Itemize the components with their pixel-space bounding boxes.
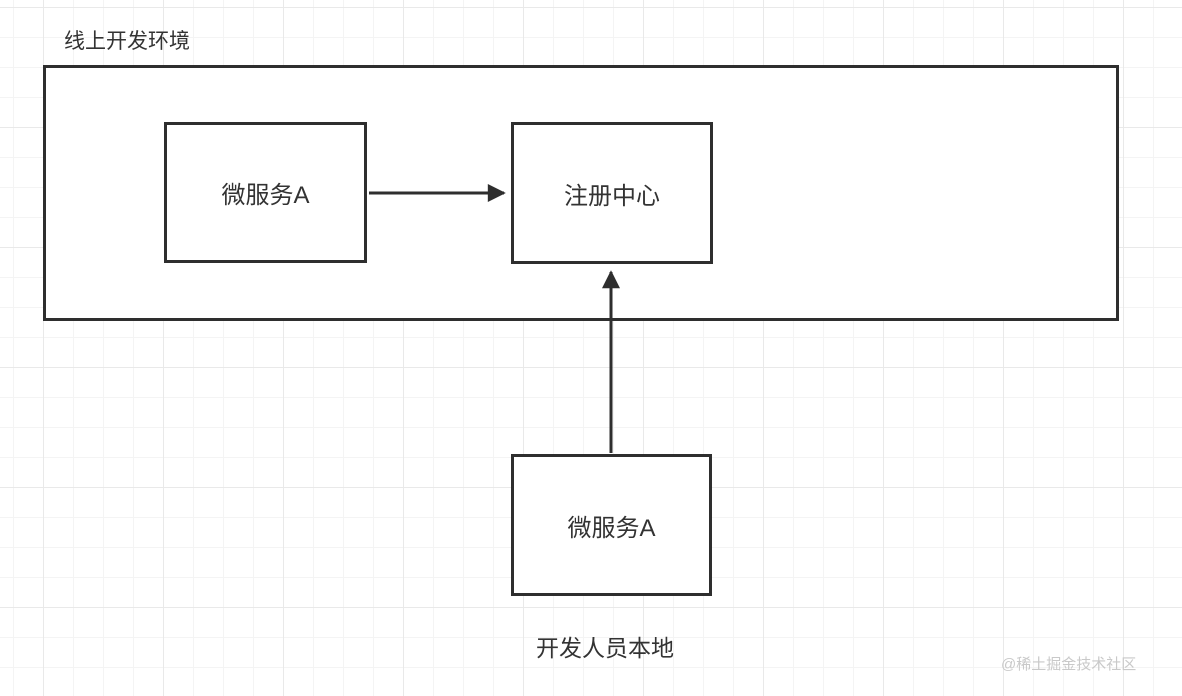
node-registry-center: 注册中心 <box>511 122 713 264</box>
node-online-microservice-a-label: 微服务A <box>221 182 310 209</box>
node-registry-center-label: 注册中心 <box>564 182 660 210</box>
node-local-microservice-a: 微服务A <box>511 454 712 596</box>
watermark-text: @稀土掘金技术社区 <box>1001 656 1137 673</box>
node-online-microservice-a: 微服务A <box>164 122 367 263</box>
node-local-microservice-a-label: 微服务A <box>567 514 656 542</box>
environment-zone-title: 线上开发环境 <box>64 30 190 53</box>
local-zone-title: 开发人员本地 <box>536 635 674 661</box>
